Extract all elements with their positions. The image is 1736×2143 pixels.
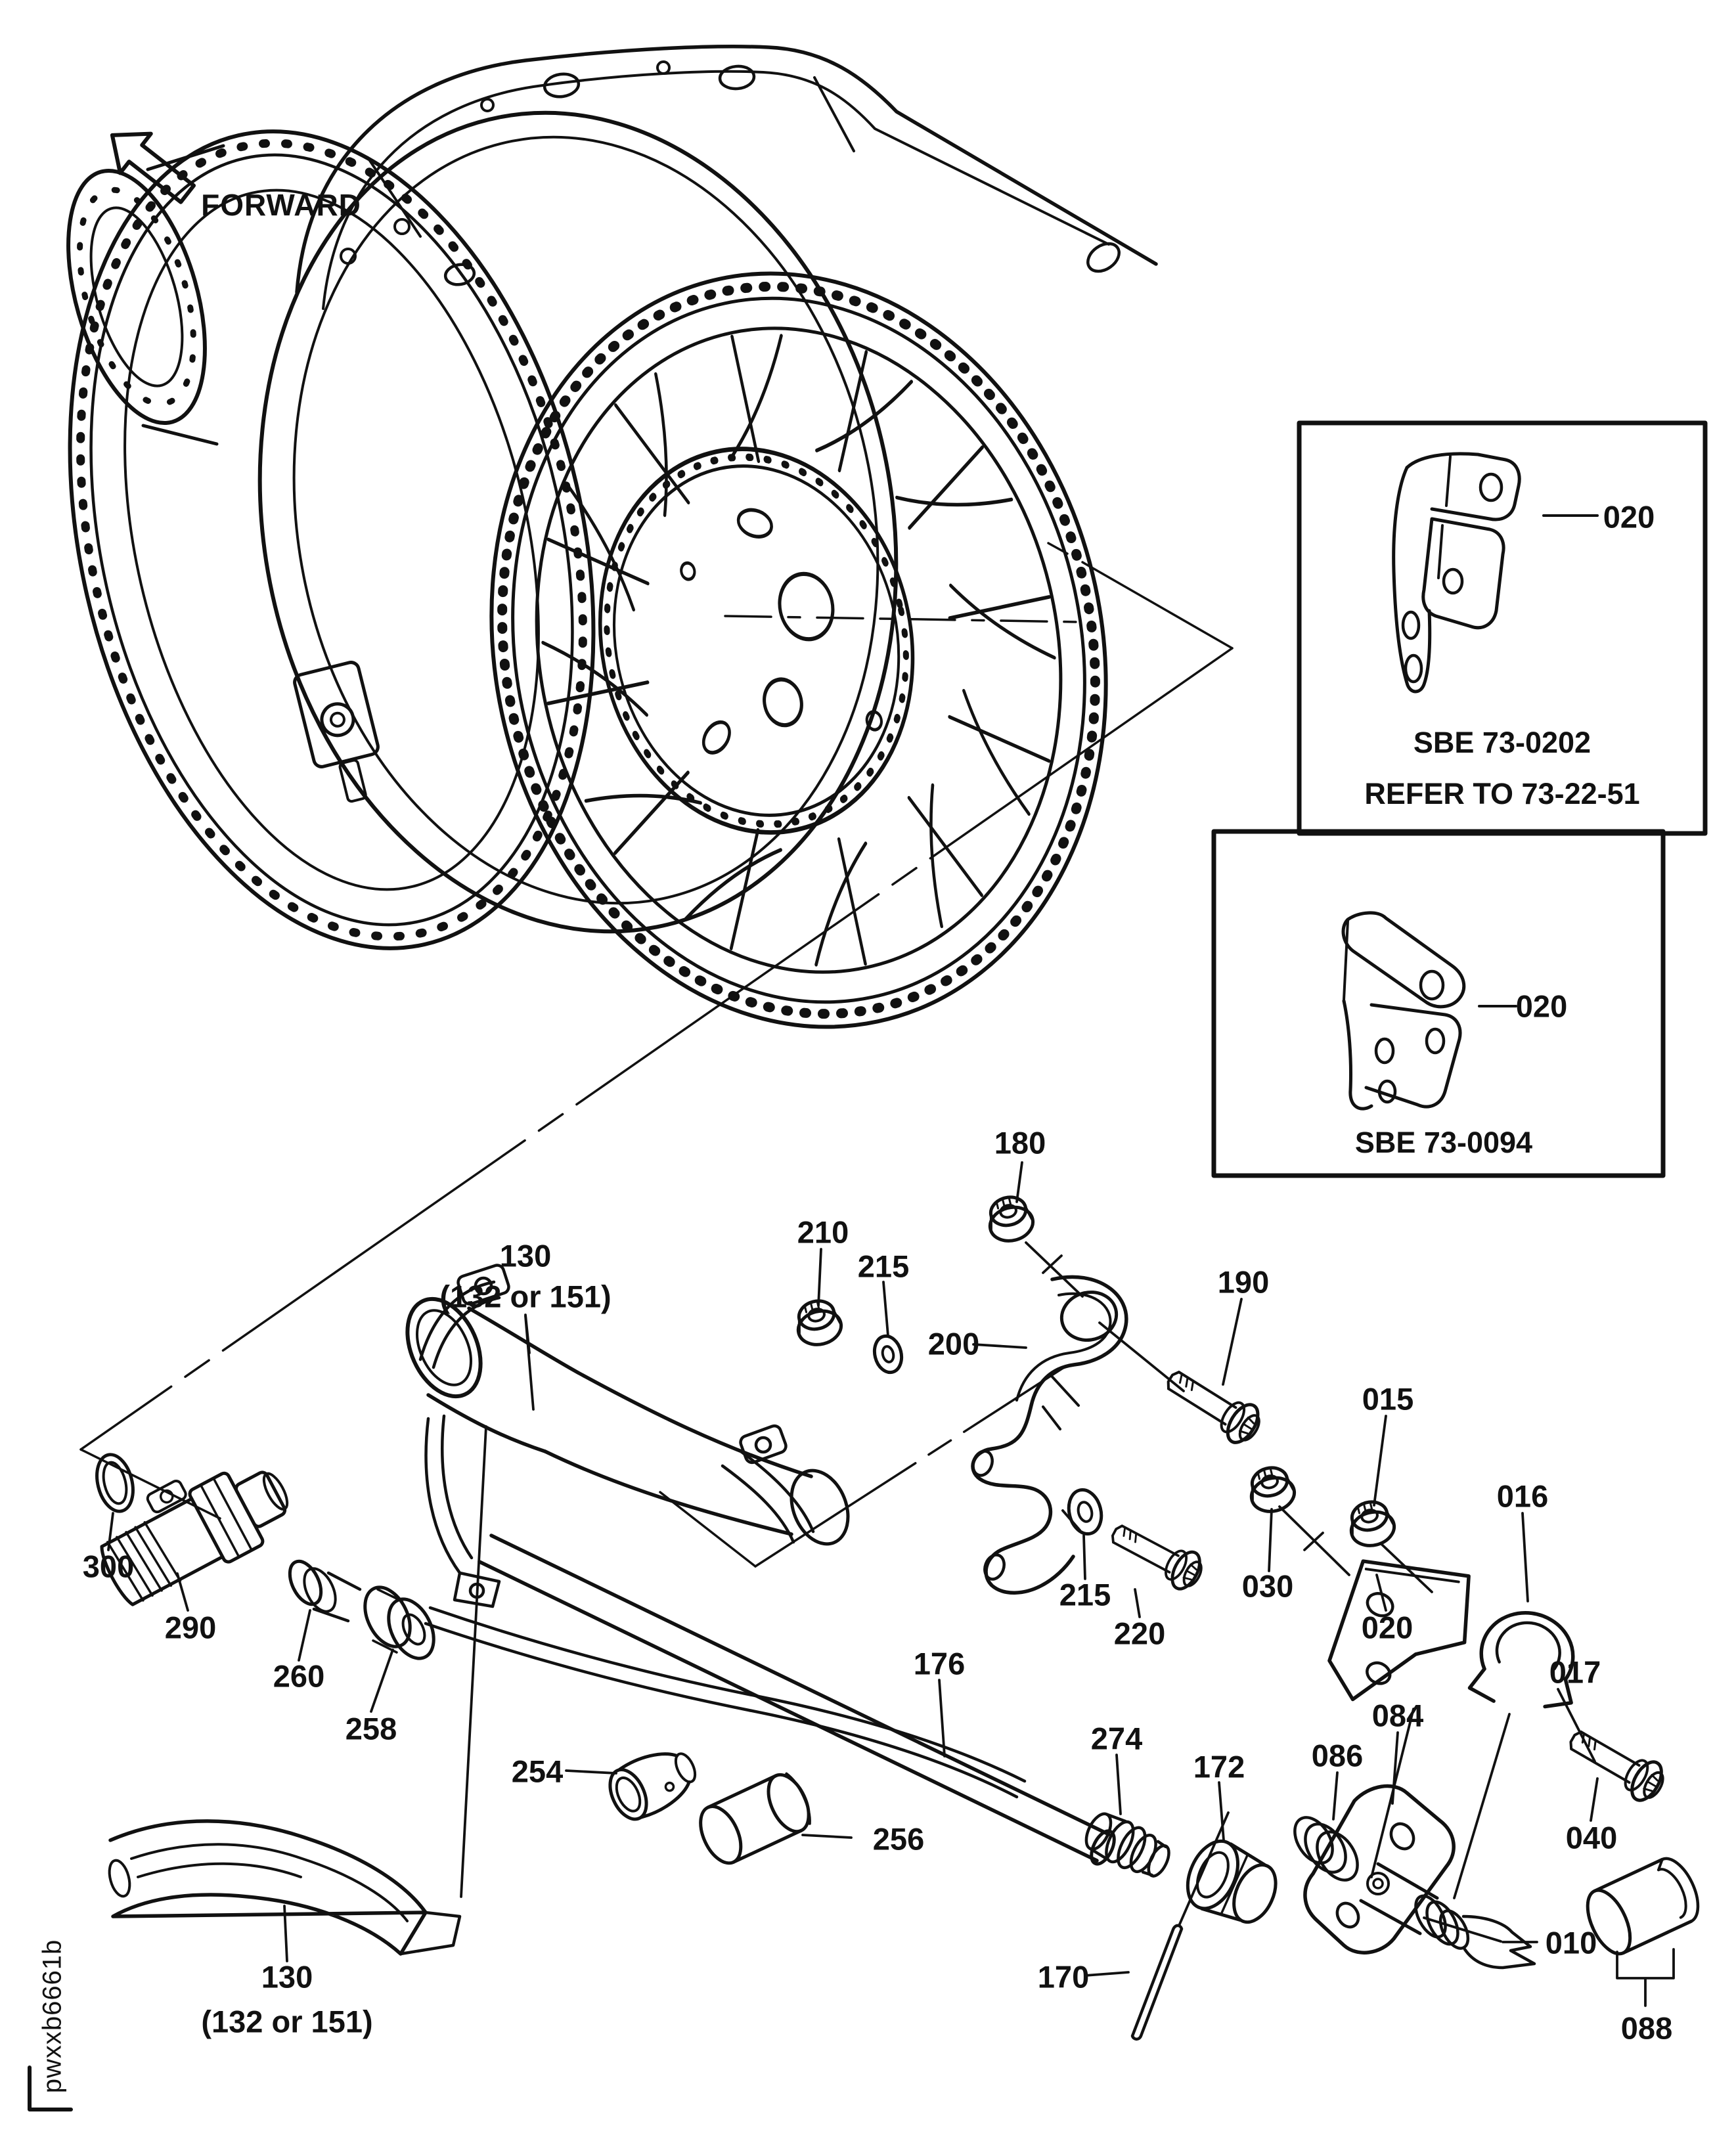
pin-170: [1130, 1811, 1230, 2041]
sleeve-256: [699, 1772, 811, 1865]
clip-016: [1467, 1611, 1575, 1709]
part-label-290: 290: [164, 1610, 217, 1645]
callout-box1-line1: SBE 73-0202: [1413, 726, 1591, 759]
fitting-086: [1293, 1816, 1359, 1882]
shield-130-lower: [108, 1819, 462, 1956]
part-label-180: 180: [994, 1125, 1046, 1160]
fan-gearbox-assembly: [66, 45, 1158, 1029]
part-label-040: 040: [1565, 1820, 1618, 1855]
nut-030: [1245, 1463, 1298, 1516]
pipe-130-upper: [405, 1264, 850, 1608]
fitting-260-258: [288, 1559, 435, 1660]
part-label-016: 016: [1496, 1478, 1549, 1514]
nut-180: [984, 1193, 1036, 1245]
callout-box1-line2: REFER TO 73-22-51: [1364, 777, 1640, 810]
part-label-220: 220: [1113, 1616, 1166, 1651]
part-label-300: 300: [82, 1549, 135, 1584]
fan-ring: [481, 271, 1116, 1029]
clamp-block: [293, 661, 380, 803]
washer-215-lower: [1067, 1488, 1103, 1535]
part-label-086: 086: [1311, 1738, 1364, 1773]
fan-hub: [598, 447, 915, 835]
part-label-256: 256: [872, 1821, 925, 1857]
forward-arrow: [110, 131, 196, 204]
footer-corner-mark: [28, 2066, 73, 2111]
top-mount-plate: [295, 45, 1158, 310]
hardware: [792, 1193, 1670, 1807]
bell-housing: [257, 110, 899, 934]
nut-015: [1345, 1497, 1398, 1550]
part-label-030: 030: [1241, 1568, 1294, 1604]
callout-box2-line1: SBE 73-0094: [1354, 1126, 1533, 1159]
part-label-130: 130: [261, 1959, 313, 1995]
part-label-130: 130: [499, 1238, 552, 1273]
bracket-020-box1: [1392, 452, 1521, 694]
part-label-015: 015: [1362, 1381, 1414, 1417]
part-label-010: 010: [1545, 1925, 1597, 1960]
nut-172: [1186, 1839, 1278, 1924]
part-label-170: 170: [1037, 1959, 1090, 1995]
nozzle-assembly: [1293, 1784, 1536, 1970]
part-label-258: 258: [345, 1711, 397, 1746]
tube-176: [478, 1534, 1116, 1866]
part-label-132or151: (132 or 151): [201, 2004, 373, 2039]
fuel-line-small: [424, 1606, 1027, 1799]
part-label-020: 020: [1361, 1610, 1413, 1645]
part-label-017: 017: [1549, 1654, 1601, 1690]
bolt-220: [1105, 1514, 1208, 1595]
forward-label: FORWARD: [201, 188, 361, 222]
part-label-084: 084: [1371, 1698, 1424, 1733]
part-label-172: 172: [1193, 1749, 1245, 1784]
part-label-200: 200: [927, 1326, 980, 1361]
fitting-290: [100, 1470, 289, 1606]
bracket-020-box2: [1341, 911, 1466, 1111]
part-label-215: 215: [857, 1248, 910, 1284]
part-label-020: 020: [1603, 499, 1655, 535]
clamp-right: [721, 1424, 815, 1544]
part-label-088: 088: [1620, 2010, 1673, 2046]
drawing-code: pwxxb6661b: [37, 1939, 67, 2094]
cap-254: [608, 1752, 697, 1821]
rear-bolt-ring: [68, 129, 596, 950]
flange-084: [1303, 1784, 1456, 1955]
nozzle-010: [1359, 1862, 1536, 1970]
bolt-017: [1562, 1720, 1670, 1807]
part-label-274: 274: [1090, 1721, 1143, 1756]
clamp-132-151: [418, 1264, 510, 1608]
centerline: [724, 615, 1079, 623]
oring-300: [95, 1453, 135, 1513]
washer-215-upper: [872, 1334, 904, 1375]
part-label-020: 020: [1515, 988, 1568, 1024]
part-label-210: 210: [797, 1214, 849, 1250]
fan-blades: [481, 283, 1116, 1017]
part-label-176: 176: [913, 1646, 966, 1681]
part-label-215: 215: [1059, 1577, 1111, 1612]
part-label-190: 190: [1217, 1264, 1270, 1300]
part-label-260: 260: [273, 1658, 325, 1694]
leader-lines: [107, 1161, 1675, 2007]
bolt-190: [1159, 1361, 1267, 1449]
part-label-254: 254: [511, 1754, 564, 1789]
callout-box-sbe-73-0094: [1211, 829, 1666, 1178]
bracket-020-main: [1327, 1559, 1471, 1702]
sleeve-088: [1586, 1857, 1700, 1956]
collar-274: [1084, 1812, 1170, 1878]
part-label-132or151: (132 or 151): [439, 1279, 612, 1314]
bracket-200: [971, 1275, 1128, 1595]
bracket-088: [1616, 1948, 1675, 2007]
callout-box-sbe-73-0202: [1297, 420, 1708, 836]
